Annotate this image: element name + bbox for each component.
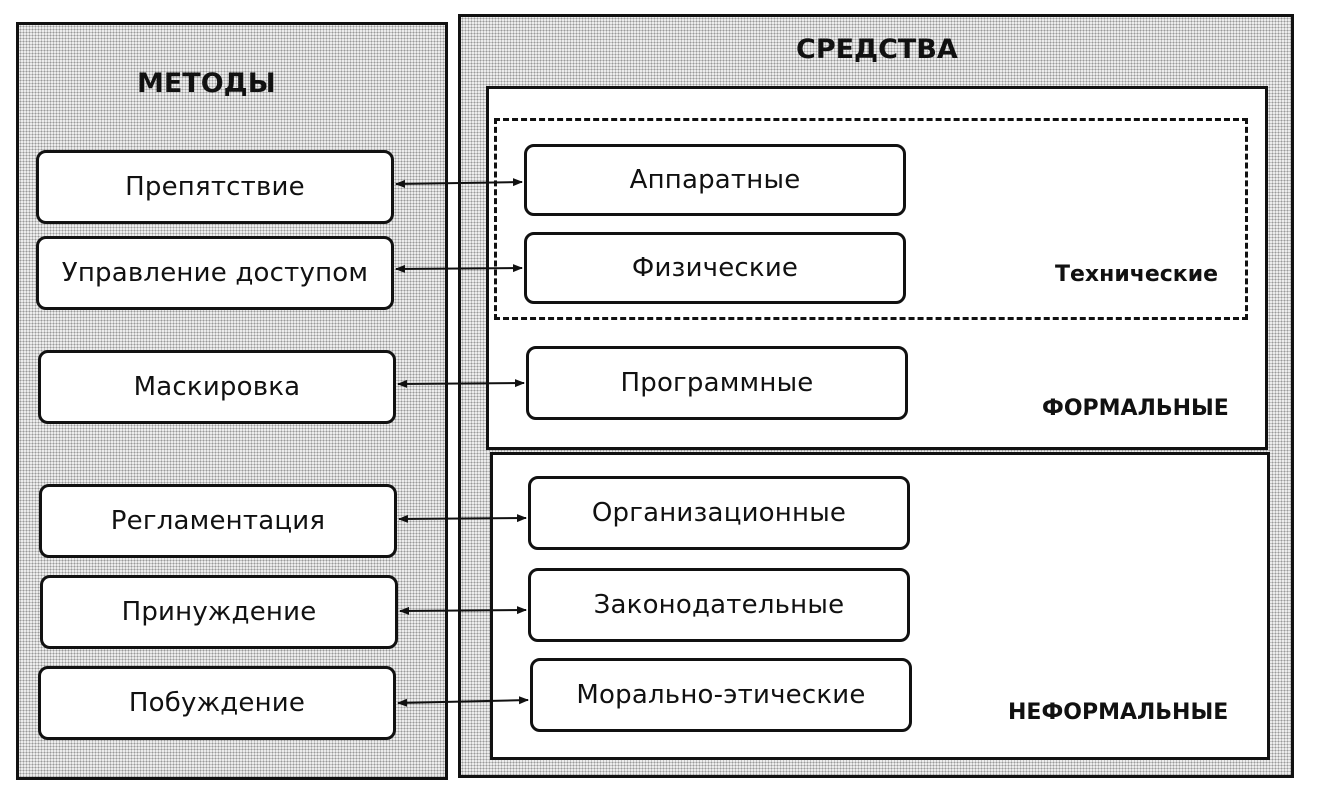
method-regulation: Регламентация (39, 484, 397, 558)
means-moral-ethical: Морально-этические (530, 658, 912, 732)
means-title: СРЕДСТВА (796, 34, 958, 65)
method-masking: Маскировка (38, 350, 396, 424)
informal-label: НЕФОРМАЛЬНЫЕ (1008, 700, 1229, 725)
formal-label: ФОРМАЛЬНЫЕ (1042, 396, 1229, 421)
methods-title: МЕТОДЫ (137, 68, 276, 99)
means-legislative: Законодательные (528, 568, 910, 642)
arrow-incentive-moral (397, 696, 529, 707)
arrow-access-physical (395, 264, 523, 273)
method-obstacle: Препятствие (36, 150, 394, 224)
means-hardware: Аппаратные (524, 144, 906, 216)
arrow-coercion-legislative (399, 606, 527, 615)
arrow-masking-software (397, 379, 525, 388)
method-access-control: Управление доступом (36, 236, 394, 310)
means-software: Программные (526, 346, 908, 420)
technical-group (494, 118, 1248, 320)
technical-label: Технические (1055, 262, 1219, 287)
method-coercion: Принуждение (40, 575, 398, 649)
arrow-regulation-organizational (398, 514, 527, 523)
arrow-obstacle-hardware (395, 178, 523, 188)
means-organizational: Организационные (528, 476, 910, 550)
means-physical: Физические (524, 232, 906, 304)
method-incentive: Побуждение (38, 666, 396, 740)
